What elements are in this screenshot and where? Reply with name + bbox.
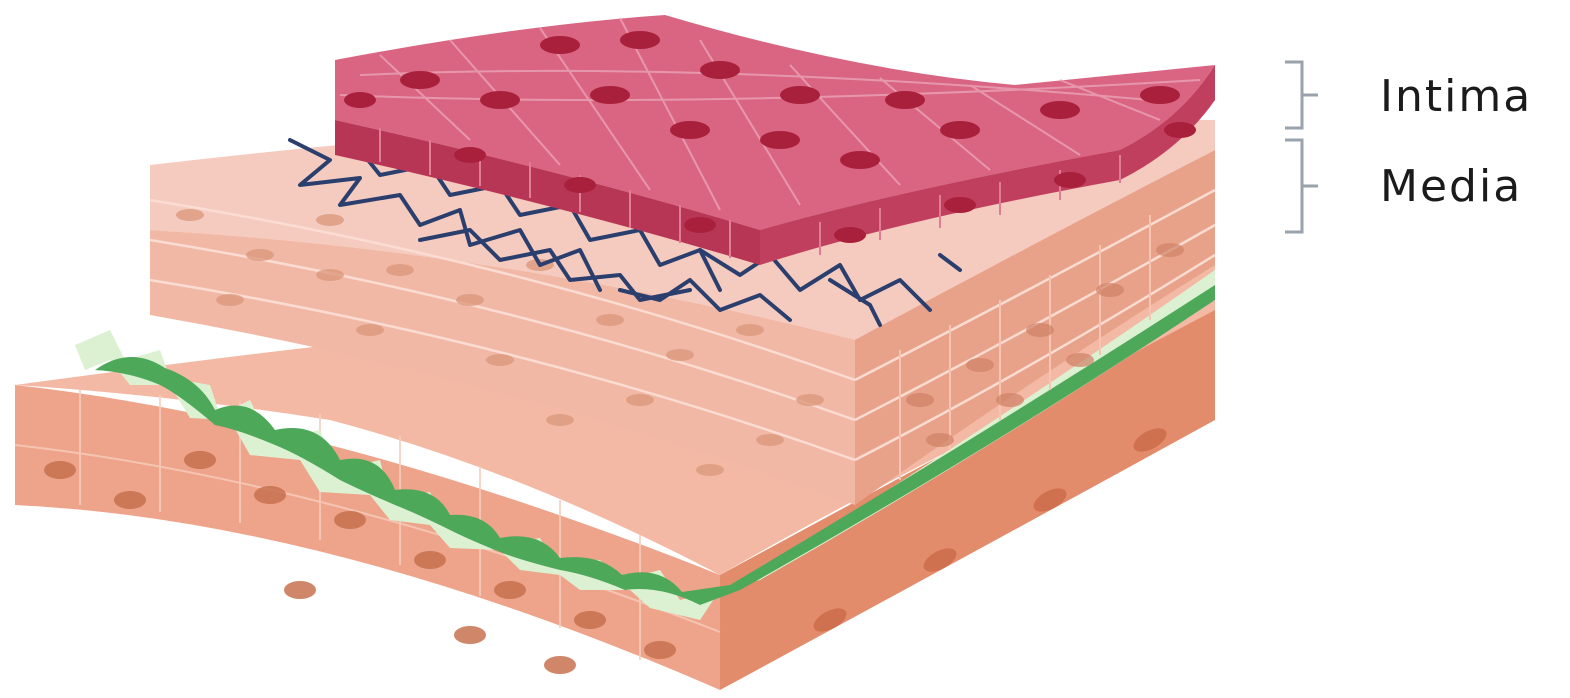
media-label: Media <box>1380 165 1522 209</box>
media-bracket <box>1285 140 1318 232</box>
intima-label: Intima <box>1380 75 1532 119</box>
intima-bracket <box>1285 62 1318 128</box>
